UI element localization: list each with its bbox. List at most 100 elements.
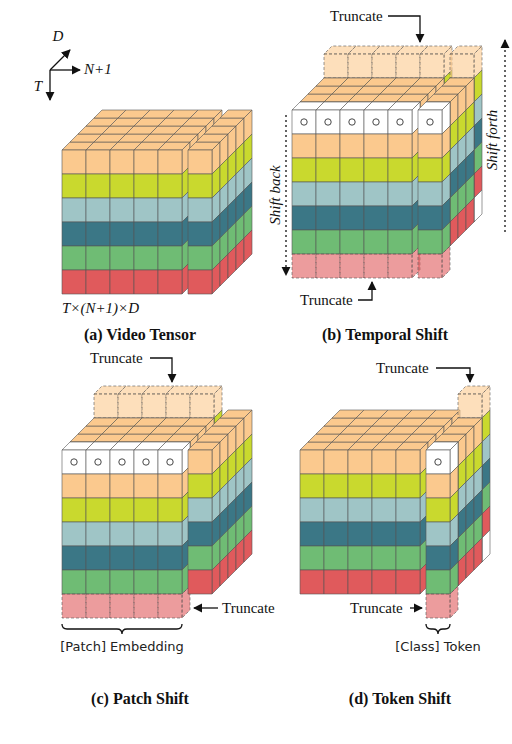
tensor-cell [134, 474, 158, 498]
tensor-cell [396, 498, 420, 522]
shift-arrow [285, 115, 286, 275]
tensor-cell [324, 546, 348, 570]
tensor-cell [188, 498, 212, 522]
tensor-cell [426, 570, 450, 594]
tensor-cell [396, 450, 420, 474]
axis-arrow [50, 69, 80, 70]
zero-mark [427, 119, 433, 125]
tensor-cell [388, 206, 412, 230]
tensor-cell [372, 54, 396, 78]
tensor-cell [86, 450, 110, 474]
tensor-cell [62, 546, 86, 570]
tensor-cell [86, 174, 110, 198]
zero-mark [119, 459, 125, 465]
tensor-cell [220, 254, 228, 286]
tensor-cell [228, 546, 236, 578]
tensor-cell [134, 198, 158, 222]
tensor-cell [316, 182, 340, 206]
tensor-cell [134, 570, 158, 594]
tensor-cell [228, 246, 236, 278]
tensor-cell [450, 214, 458, 246]
tensor-cell [188, 546, 212, 570]
tensor-cell [86, 198, 110, 222]
tensor-cell [110, 174, 134, 198]
zero-mark [143, 459, 149, 465]
shape-label: T×(N+1)×D [62, 300, 139, 317]
tensor-cell [110, 270, 134, 294]
tensor-cell [158, 522, 182, 546]
tensor-cell [188, 246, 212, 270]
tensor-cell [418, 158, 442, 182]
tensor-cell [372, 570, 396, 594]
tensor-cell [396, 54, 420, 78]
tensor-cell [134, 450, 158, 474]
tensor-cell [134, 498, 158, 522]
tensor-cell [292, 182, 316, 206]
tensor-cell [372, 498, 396, 522]
tensor-cell [364, 134, 388, 158]
truncate-arrow [358, 282, 372, 300]
tensor-cell [158, 246, 182, 270]
tensor-cell [316, 134, 340, 158]
axis-label: T [34, 78, 42, 95]
truncate-arrow [388, 16, 420, 42]
zero-mark [397, 119, 403, 125]
tensor-cell [110, 450, 134, 474]
tensor-cell [466, 198, 474, 230]
tensor-cell [426, 474, 450, 498]
truncate-arrow [150, 358, 172, 382]
tensor-cell [450, 586, 458, 618]
tensor-cell [474, 538, 482, 570]
zero-mark [71, 459, 77, 465]
tensor-cell [372, 450, 396, 474]
shift-arrow [504, 40, 505, 232]
tensor-cell [236, 538, 244, 570]
tensor-cell [388, 134, 412, 158]
brace [62, 624, 182, 634]
tensor-cell [110, 222, 134, 246]
tensor-cell [292, 206, 316, 230]
tensor-cell [188, 270, 212, 294]
tensor-cell [396, 522, 420, 546]
tensor-cell [482, 530, 490, 562]
tensor-cell [418, 230, 442, 254]
tensor-cell [188, 570, 212, 594]
tensor-cell [158, 150, 182, 174]
tensor-cell [86, 474, 110, 498]
tensor-cell [62, 150, 86, 174]
tensor-cell [94, 394, 118, 418]
tensor-cell [418, 134, 442, 158]
tensor-cell [158, 270, 182, 294]
tensor-cell [110, 594, 134, 618]
truncate-label: Truncate [376, 360, 429, 377]
tensor-cell [372, 474, 396, 498]
tensor-cell [364, 206, 388, 230]
tensor-cell [188, 150, 212, 174]
tensor-cell [220, 554, 228, 586]
zero-mark [95, 459, 101, 465]
tensor-cell [348, 54, 372, 78]
tensor-cell [324, 474, 348, 498]
axis-label: N+1 [84, 61, 112, 78]
tensor-cell [110, 498, 134, 522]
zero-mark [301, 119, 307, 125]
tensor-cell [244, 230, 252, 262]
tensor-cell [134, 594, 158, 618]
axis-label: D [53, 28, 64, 45]
tensor-cell [244, 530, 252, 562]
tensor-cell [158, 570, 182, 594]
shift-label: Shift back [267, 165, 284, 225]
tensor-cell [300, 474, 324, 498]
tensor-cell [158, 594, 182, 618]
tensor-cell [364, 182, 388, 206]
tensor-cell [316, 230, 340, 254]
annotation-arrows [50, 16, 505, 634]
tensor-cell [324, 498, 348, 522]
tensor-cell [340, 206, 364, 230]
tensor-cell [292, 110, 316, 134]
tensor-cell [458, 394, 482, 418]
shift-label: Shift forth [484, 110, 501, 170]
tensor-cell [134, 270, 158, 294]
tensor-cell [158, 450, 182, 474]
tensor-cell [62, 594, 86, 618]
